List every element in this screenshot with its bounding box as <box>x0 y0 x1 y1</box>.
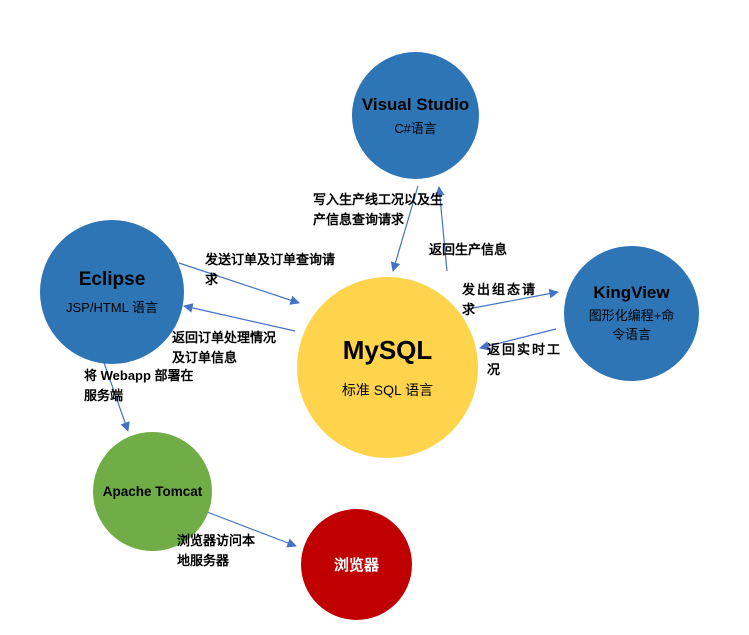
node-eclipse-subtitle: JSP/HTML 语言 <box>66 299 158 315</box>
node-eclipse: Eclipse JSP/HTML 语言 <box>40 220 184 364</box>
edge-label-deploy-webapp: 将 Webapp 部署在 服务端 <box>84 368 194 404</box>
edge-label-browser-access: 浏览器访问本 地服务器 <box>177 533 256 569</box>
edge-label-return-realtime: 返回实时工 况 <box>487 342 563 378</box>
node-apache-tomcat: Apache Tomcat <box>93 432 212 551</box>
node-mysql-subtitle: 标准 SQL 语言 <box>341 382 434 398</box>
edge-label-return-production: 返回生产信息 <box>429 242 508 257</box>
node-kingview-title: KingView <box>593 282 670 302</box>
node-browser: 浏览器 <box>301 509 412 620</box>
node-kingview: KingView 图形化编程+命 令语言 <box>564 246 699 381</box>
node-apache-tomcat-title: Apache Tomcat <box>102 484 203 499</box>
node-browser-title: 浏览器 <box>333 557 379 574</box>
node-visual-studio: Visual Studio C#语言 <box>352 52 479 179</box>
node-visual-studio-title: Visual Studio <box>361 94 470 114</box>
node-mysql: MySQL 标准 SQL 语言 <box>297 277 478 458</box>
node-kingview-subtitle: 图形化编程+命 令语言 <box>588 307 675 342</box>
edge-label-send-order: 发送订单及订单查询请 求 <box>205 252 336 288</box>
node-visual-studio-subtitle: C#语言 <box>394 120 437 136</box>
edge-label-config-request: 发出组态请 求 <box>462 282 538 318</box>
edge-label-write-production: 写入生产线工况以及生 产信息查询请求 <box>313 192 444 228</box>
node-eclipse-title: Eclipse <box>78 268 146 290</box>
node-mysql-title: MySQL <box>342 335 433 365</box>
edge-label-return-order: 返回订单处理情况 及订单信息 <box>172 330 277 366</box>
